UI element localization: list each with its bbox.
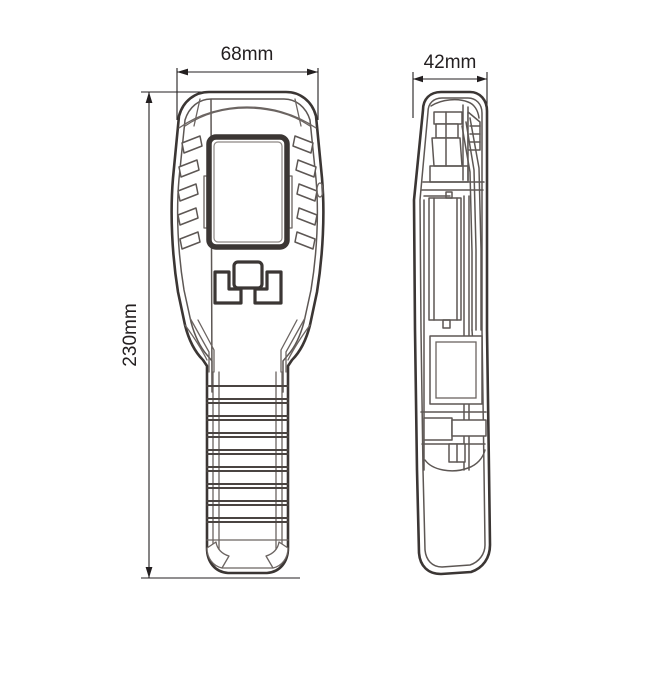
module-bottom-tab <box>442 319 451 329</box>
rib-right-2 <box>295 159 317 178</box>
center-key[interactable] <box>232 260 264 290</box>
head-module-c <box>431 137 463 167</box>
rib-left-4 <box>177 207 199 226</box>
side-sensor-rails <box>461 117 482 363</box>
lower-panel <box>420 411 487 472</box>
top-cap-seam-inner <box>184 107 311 127</box>
left-grip-ribs <box>177 135 203 250</box>
rib-right-3 <box>296 183 318 202</box>
bottom-corner-right <box>265 541 289 569</box>
right-grip-ribs <box>292 135 318 250</box>
top-cap-seam <box>178 106 317 129</box>
keypad <box>213 260 283 305</box>
front-view <box>170 90 325 575</box>
right-key[interactable] <box>253 270 283 305</box>
rib-left-2 <box>178 159 200 178</box>
display-screen <box>206 134 290 250</box>
device-inner-shell <box>176 98 319 393</box>
taper-right-outer <box>285 317 306 373</box>
rib-left-1 <box>181 135 203 154</box>
rib-left-5 <box>179 231 201 250</box>
arrowhead-left <box>177 68 188 76</box>
module-tab-top <box>445 191 453 199</box>
side-view <box>412 90 492 576</box>
dimension-label-width: 68mm <box>221 44 274 65</box>
shoulder-seam-left <box>184 324 208 361</box>
top-left-fold <box>193 98 201 127</box>
rib-left-3 <box>177 183 199 202</box>
handle-bottom-cap <box>206 539 289 569</box>
taper-left-outer <box>189 317 210 373</box>
arrowhead-right <box>307 68 318 76</box>
rib-right-4 <box>296 207 318 226</box>
right-edge-stud <box>316 182 324 198</box>
screen-glass <box>213 141 283 243</box>
lower-block-right <box>451 419 487 437</box>
left-key[interactable] <box>213 270 243 305</box>
rail-2 <box>465 121 477 331</box>
dimension-label-height: 230mm <box>120 303 141 366</box>
bottom-corner-left <box>206 541 230 569</box>
dimension-label-depth: 42mm <box>424 52 477 73</box>
body-taper-detail <box>184 317 311 373</box>
dimension-height-230mm: 230mm <box>120 91 300 579</box>
head-top-rib <box>430 98 480 119</box>
head-module-a <box>433 111 463 125</box>
handle-grip-lines <box>206 385 289 523</box>
dimension-width-68mm: 68mm <box>176 44 319 120</box>
rail-1 <box>469 117 482 331</box>
taper-right-inner <box>280 319 298 373</box>
arrowhead-bottom <box>145 567 153 578</box>
top-right-fold <box>294 98 302 127</box>
arrowhead-side-right <box>477 75 487 83</box>
bottom-arc <box>424 449 486 472</box>
internal-module <box>428 191 462 329</box>
taper-left-inner <box>197 319 215 373</box>
lower-block-left <box>423 417 453 441</box>
arrowhead-side-left <box>413 75 423 83</box>
rib-right-1 <box>292 135 314 154</box>
rib-right-5 <box>294 231 316 250</box>
battery-inner <box>435 341 477 399</box>
side-inner-shell <box>419 97 486 568</box>
arrowhead-top <box>145 92 153 103</box>
rail-3 <box>461 125 473 331</box>
battery-compartment <box>429 335 483 405</box>
shoulder-seam-right <box>287 324 311 361</box>
head-module-b <box>435 123 459 139</box>
dimension-depth-42mm: 42mm <box>412 52 488 118</box>
